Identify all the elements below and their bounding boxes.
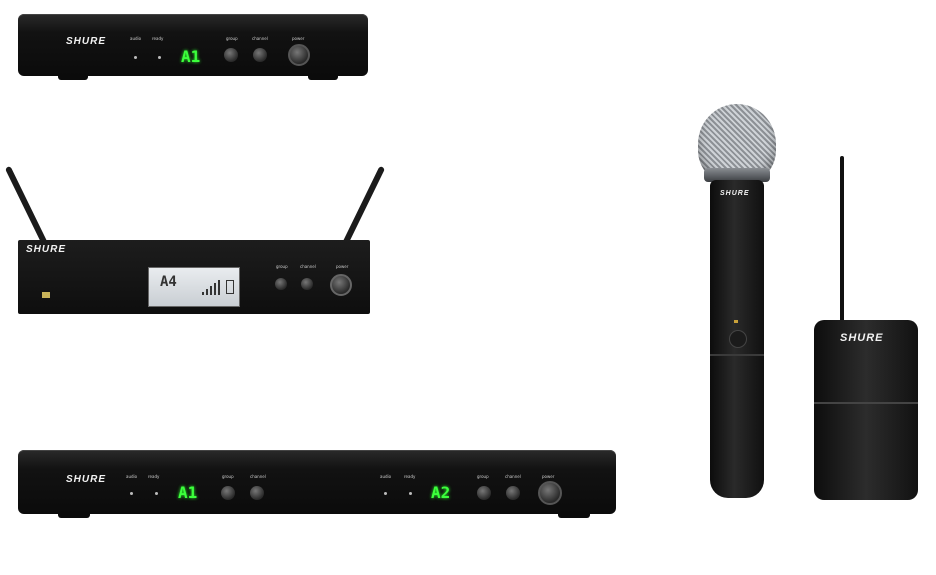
- brand-logo: SHURE: [66, 36, 107, 47]
- audio-indicator-b: [384, 492, 387, 495]
- signal-bars-icon: [202, 279, 224, 295]
- receiver-top-body: [18, 14, 368, 76]
- channel-button[interactable]: [301, 278, 313, 290]
- receiver-dual-foot-left: [58, 512, 90, 518]
- group-button-b[interactable]: [477, 486, 491, 500]
- ready-label: ready: [152, 36, 164, 41]
- mic-grille-ring: [704, 168, 770, 182]
- receiver-top: SHURE audio ready A1 group channel power: [18, 14, 368, 80]
- handheld-microphone: SHURE: [692, 104, 784, 504]
- channel-label: channel: [300, 264, 316, 269]
- antenna-left: [4, 165, 50, 250]
- receiver-top-foot-right: [308, 74, 338, 80]
- group-button[interactable]: [224, 48, 238, 62]
- bodypack-brand-logo: SHURE: [840, 332, 884, 344]
- mic-power-indicator: [734, 320, 738, 323]
- group-label: group: [226, 36, 238, 41]
- power-indicator: [42, 292, 50, 298]
- power-button[interactable]: [288, 44, 310, 66]
- channel-label-a: channel: [250, 474, 266, 479]
- brand-logo: SHURE: [26, 244, 67, 255]
- receiver-rack: SHURE A4 group channel power: [4, 150, 386, 315]
- bodypack-cover-seam: [814, 402, 918, 404]
- group-label-a: group: [222, 474, 234, 479]
- audio-indicator-a: [130, 492, 133, 495]
- bodypack-transmitter: SHURE: [810, 156, 920, 500]
- audio-label-b: audio: [380, 474, 392, 479]
- channel-button-b[interactable]: [506, 486, 520, 500]
- lcd-channel: A4: [160, 274, 177, 290]
- ready-indicator: [158, 56, 161, 59]
- channel-button[interactable]: [253, 48, 267, 62]
- channel-button-a[interactable]: [250, 486, 264, 500]
- ready-label-b: ready: [404, 474, 416, 479]
- mic-battery-cup-seam: [710, 354, 764, 356]
- receiver-dual: SHURE audio ready A1 group channel audio…: [18, 450, 616, 520]
- power-label: power: [336, 264, 349, 269]
- audio-label: audio: [130, 36, 142, 41]
- group-button[interactable]: [275, 278, 287, 290]
- group-label: group: [276, 264, 288, 269]
- channel-display-b: A2: [431, 483, 451, 502]
- ready-label-a: ready: [148, 474, 160, 479]
- receiver-dual-body: [18, 450, 616, 514]
- group-button-a[interactable]: [221, 486, 235, 500]
- mic-brand-logo: SHURE: [720, 190, 750, 197]
- audio-label-a: audio: [126, 474, 138, 479]
- group-label-b: group: [477, 474, 489, 479]
- mic-power-switch[interactable]: [729, 330, 747, 348]
- battery-icon: [226, 280, 234, 294]
- channel-display: A1: [181, 47, 201, 66]
- bodypack-antenna: [840, 156, 844, 322]
- receiver-dual-foot-right: [558, 512, 590, 518]
- antenna-right: [340, 165, 386, 250]
- receiver-top-foot-left: [58, 74, 88, 80]
- channel-label: channel: [252, 36, 268, 41]
- brand-logo: SHURE: [66, 474, 107, 485]
- lcd-display: [148, 267, 240, 307]
- channel-display-a: A1: [178, 483, 198, 502]
- ready-indicator-a: [155, 492, 158, 495]
- ready-indicator-b: [409, 492, 412, 495]
- bodypack-body: [814, 320, 918, 500]
- power-label: power: [292, 36, 305, 41]
- power-label: power: [542, 474, 555, 479]
- power-button[interactable]: [538, 481, 562, 505]
- channel-label-b: channel: [505, 474, 521, 479]
- audio-indicator: [134, 56, 137, 59]
- power-button[interactable]: [330, 274, 352, 296]
